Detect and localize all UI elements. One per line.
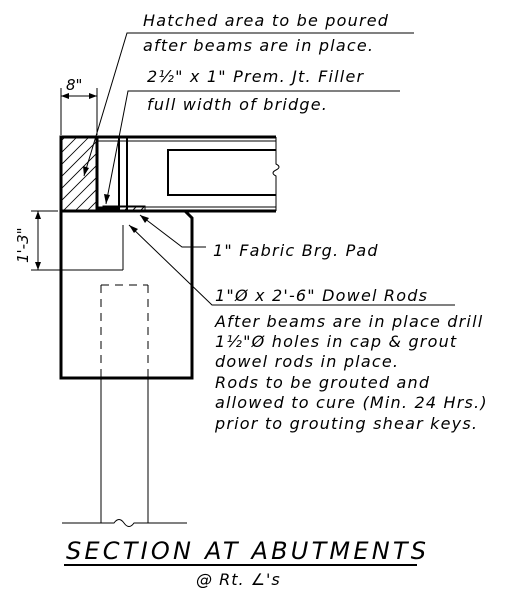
section-title: SECTION AT ABUTMENTS @ Rt. ∠'s [64, 537, 429, 589]
width-dimension: 8" [60, 76, 98, 135]
note-filler-line1: 2½" x 1" Prem. Jt. Filler [147, 67, 364, 86]
note-dowel-desc-line: 1½"Ø holes in cap & grout [215, 332, 457, 351]
note-hatched-line1: Hatched area to be poured [143, 11, 389, 30]
note-joint-filler: 2½" x 1" Prem. Jt. Filler full width of … [104, 67, 400, 205]
title-main: SECTION AT ABUTMENTS [66, 537, 429, 565]
note-dowel-rods: 1"Ø x 2'-6" Dowel Rods After beams are i… [128, 224, 488, 433]
note-dowel-desc-line: allowed to cure (Min. 24 Hrs.) [215, 393, 488, 412]
note-hatched-area: Hatched area to be poured after beams ar… [83, 11, 414, 177]
note-pad: 1" Fabric Brg. Pad [213, 241, 379, 260]
height-dimension-label: 1'-3" [14, 227, 32, 263]
height-dimension: 1'-3" [14, 210, 124, 271]
note-hatched-line2: after beams are in place. [143, 36, 374, 55]
note-dowel-desc-line: After beams are in place drill [214, 312, 483, 331]
abutment-cap [59, 209, 194, 380]
note-dowel-desc-line: prior to grouting shear keys. [214, 414, 478, 433]
note-bearing-pad: 1" Fabric Brg. Pad [139, 214, 379, 260]
title-sub: @ Rt. ∠'s [196, 570, 281, 589]
precast-beam [97, 135, 280, 213]
width-dimension-label: 8" [66, 76, 82, 94]
joint-filler [97, 207, 119, 211]
note-dowel-desc-line: dowel rods in place. [215, 352, 399, 371]
note-filler-line2: full width of bridge. [147, 95, 328, 114]
pile [62, 378, 187, 527]
note-dowel-title: 1"Ø x 2'-6" Dowel Rods [215, 286, 428, 305]
note-dowel-desc-line: Rods to be grouted and [215, 373, 430, 392]
